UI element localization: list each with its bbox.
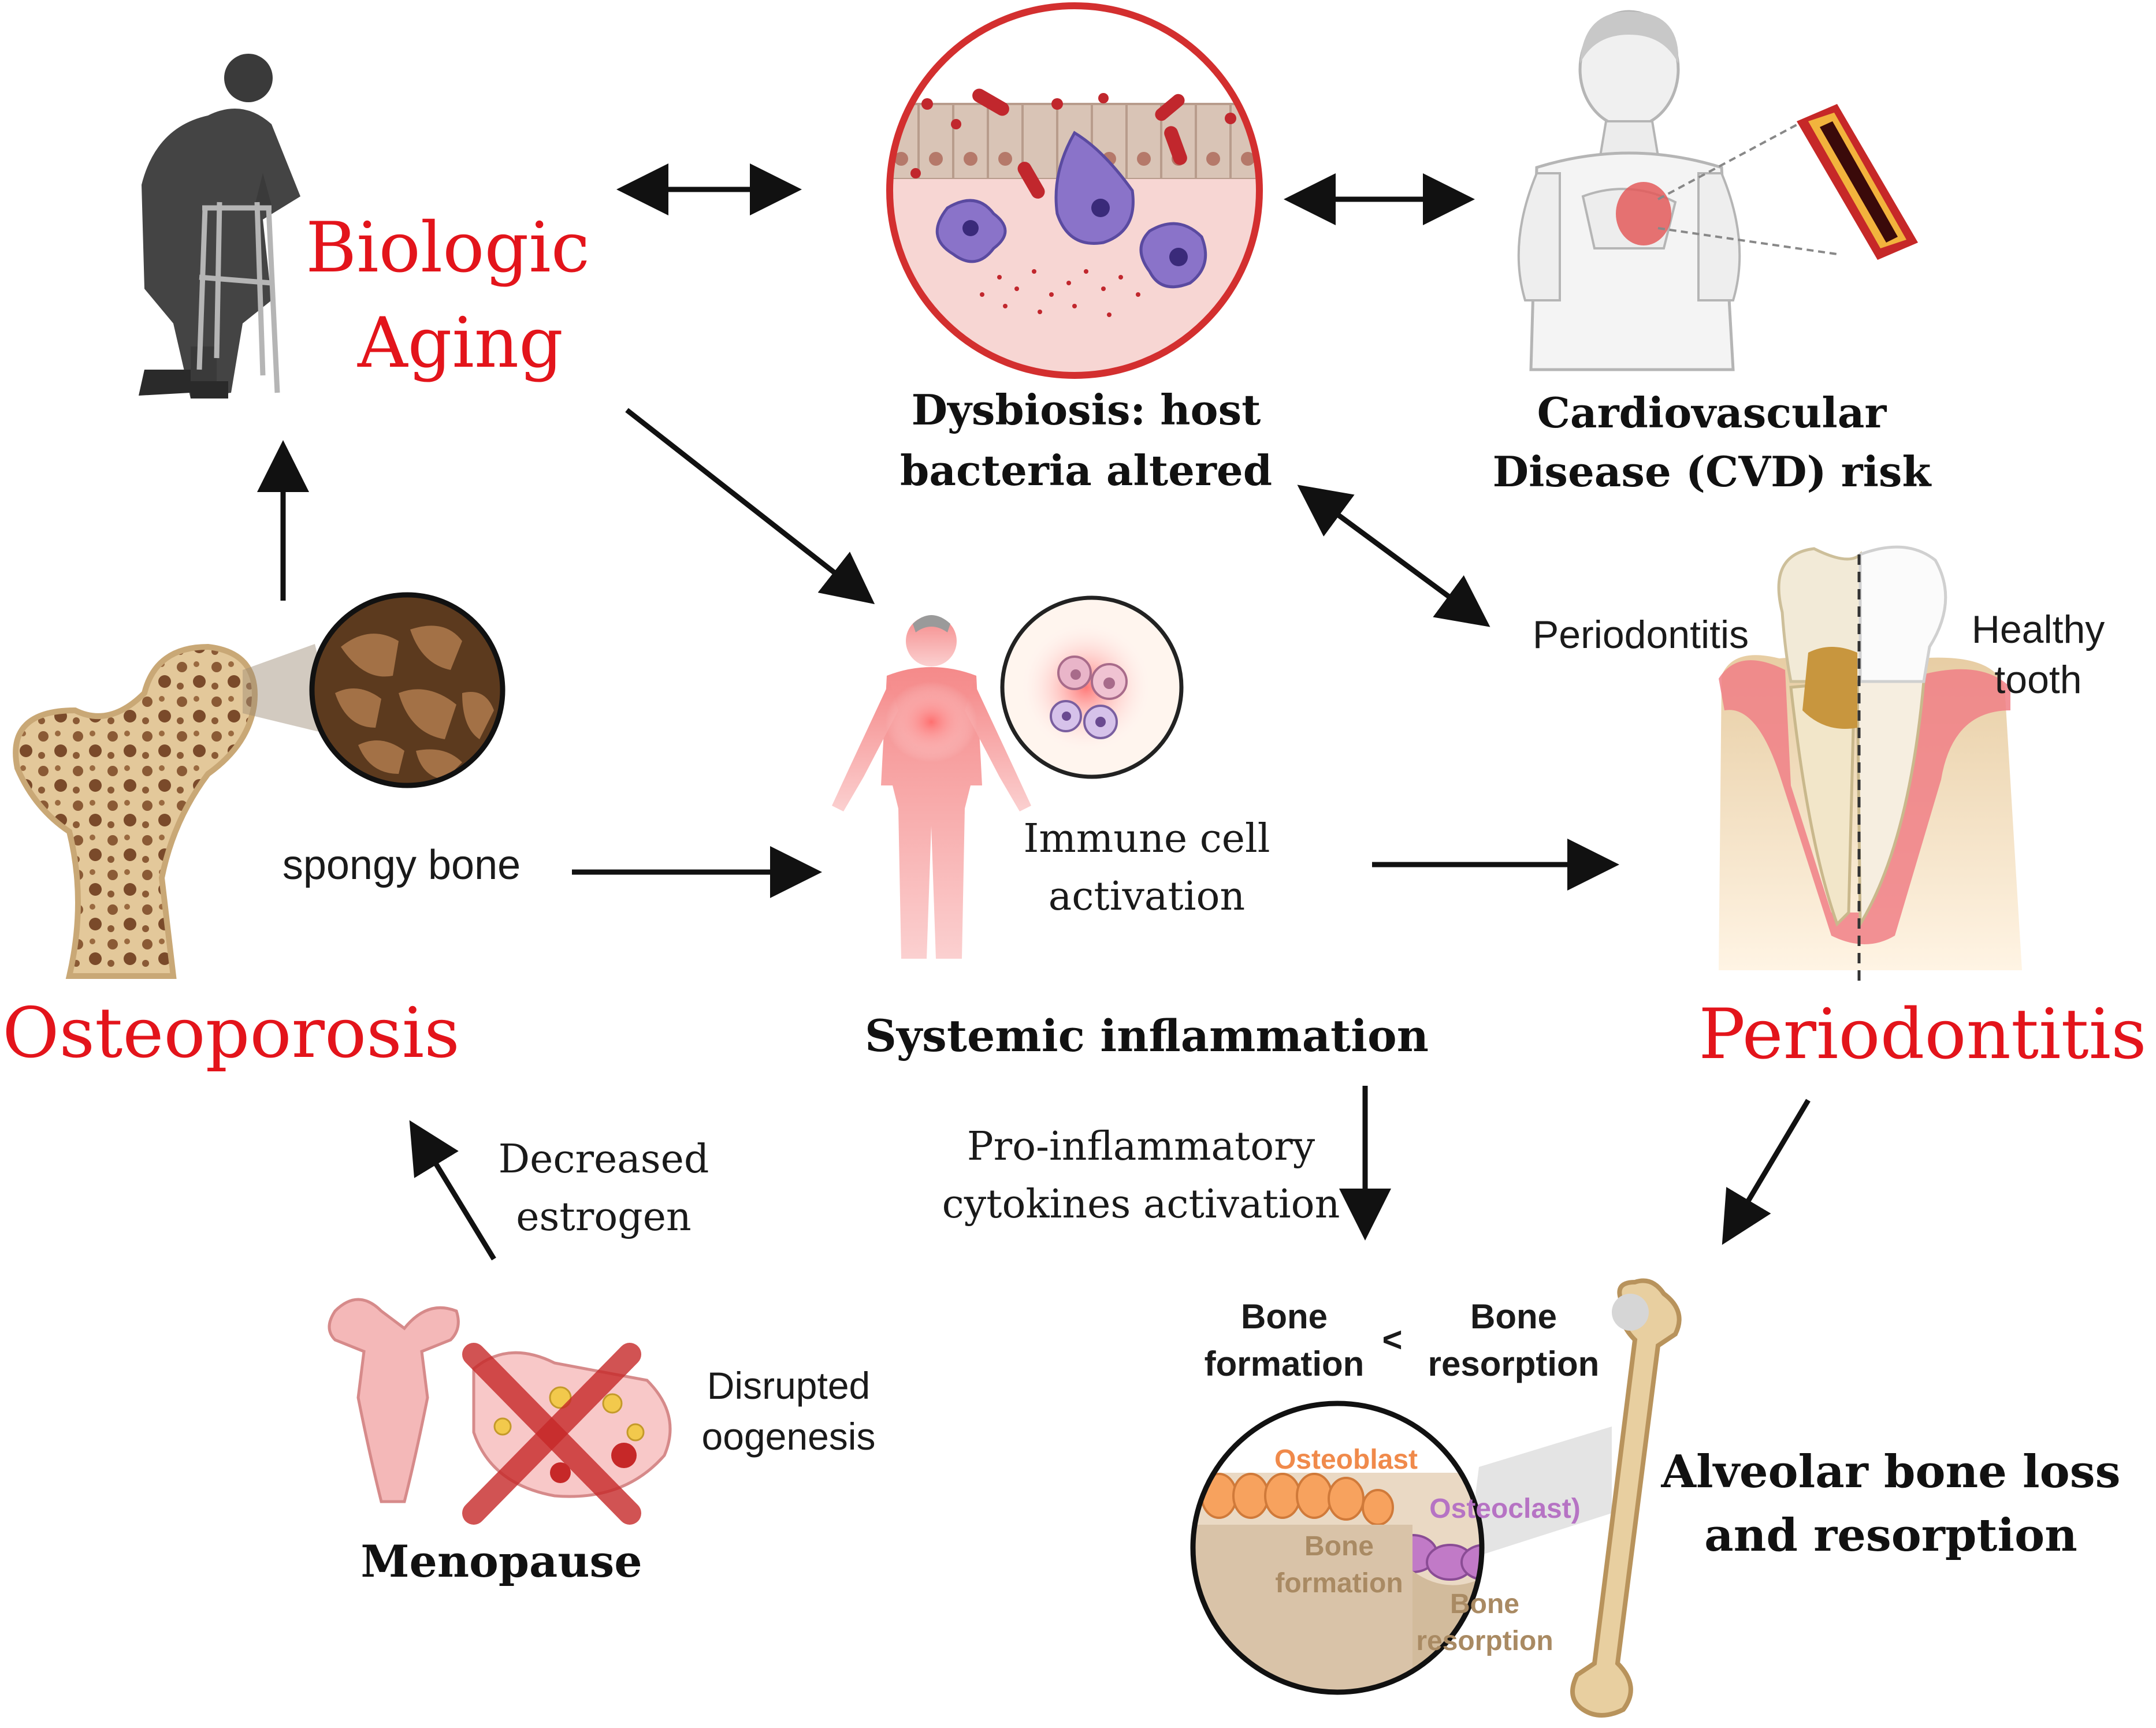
cytokines-label-line2: cytokines activation xyxy=(942,1182,1340,1227)
aging-title-line1: Biologic xyxy=(306,208,590,288)
elderly-figure-icon xyxy=(139,54,300,399)
cvd-label-line2: Disease (CVD) risk xyxy=(1493,447,1932,496)
cvd-label-line1: Cardiovascular xyxy=(1537,388,1887,437)
periodontitis-title: Periodontitis xyxy=(1698,995,2147,1075)
osteoblast-label: Osteoblast xyxy=(1274,1444,1418,1475)
arrow-menopause-osteoporosis xyxy=(409,1120,496,1261)
dysbiosis-illustration xyxy=(886,2,1263,379)
inflammation-title: Systemic inflammation xyxy=(865,1010,1429,1062)
oogenesis-label-line2: oogenesis xyxy=(702,1415,876,1458)
arrow-aging-inflammation xyxy=(625,408,875,605)
tooth-illustration xyxy=(1719,545,2022,988)
osteoclast-label: Osteoclast) xyxy=(1429,1494,1580,1524)
spongy-bone-label: spongy bone xyxy=(282,842,521,888)
bone-formation-label-line2: formation xyxy=(1205,1345,1365,1383)
bone-resorption-label-line1: Bone xyxy=(1470,1297,1557,1336)
immune-cells-icon xyxy=(1000,595,1184,779)
inner-resorption-line2: resorption xyxy=(1416,1626,1553,1656)
oogenesis-label-line1: Disrupted xyxy=(707,1364,870,1407)
estrogen-label-line1: Decreased xyxy=(499,1137,709,1182)
estrogen-label-line2: estrogen xyxy=(516,1194,691,1240)
bone-resorption-label-line2: resorption xyxy=(1428,1345,1600,1383)
inner-formation-line2: formation xyxy=(1275,1568,1403,1599)
bone-formation-label-line1: Bone xyxy=(1241,1297,1328,1336)
arrow-periodontitis-boneloss xyxy=(1722,1098,1811,1245)
bone-loss-title-line1: Alveolar bone loss xyxy=(1660,1446,2120,1498)
osteoporosis-title: Osteoporosis xyxy=(2,993,460,1074)
aging-title-line2: Aging xyxy=(357,303,563,383)
artery-plaque-icon xyxy=(1797,104,1918,260)
tooth-label-healthy-line2: tooth xyxy=(1994,658,2081,702)
cross-icon xyxy=(462,1343,641,1525)
tooth-label-healthy-line1: Healthy xyxy=(1972,608,2105,651)
inner-resorption-line1: Bone xyxy=(1450,1589,1519,1619)
tooth-label-periodontitis: Periodontitis xyxy=(1533,613,1749,657)
immune-label-line2: activation xyxy=(1049,874,1245,919)
immune-label-line1: Immune cell xyxy=(1023,816,1270,862)
arrow-dysbiosis-periodontitis xyxy=(1297,485,1490,627)
less-than-sign: < xyxy=(1382,1320,1402,1359)
inflamed-body-icon xyxy=(832,615,1031,959)
bone-loss-title-line2: and resorption xyxy=(1704,1509,2077,1562)
menopause-title: Menopause xyxy=(360,1536,642,1587)
inner-formation-line1: Bone xyxy=(1304,1531,1374,1562)
dysbiosis-label-line2: bacteria altered xyxy=(900,446,1272,495)
femur-illustration xyxy=(13,592,505,979)
arrows xyxy=(257,163,1811,1261)
long-bone-icon xyxy=(1467,1278,1682,1718)
dysbiosis-label-line1: Dysbiosis: host xyxy=(912,385,1261,434)
cytokines-label-line1: Pro-inflammatory xyxy=(967,1124,1315,1170)
cvd-person-icon xyxy=(1517,10,1838,371)
